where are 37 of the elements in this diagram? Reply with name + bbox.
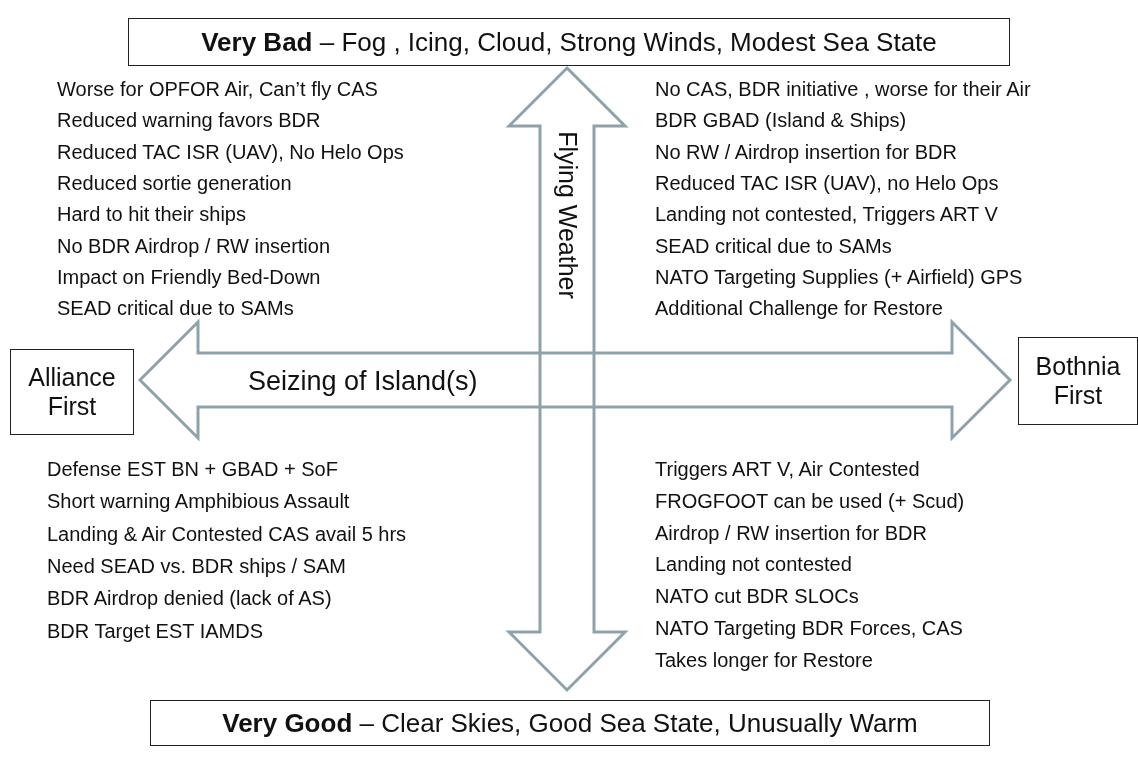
list-item: Reduced warning favors BDR: [57, 109, 321, 133]
list-item: No CAS, BDR initiative , worse for their Air: [655, 78, 1031, 101]
list-item: Reduced sortie generation: [57, 171, 292, 195]
list-item: Landing not contested: [655, 553, 852, 577]
list-item: Takes longer for Restore: [655, 648, 873, 672]
list-item: BDR Airdrop denied (lack of AS): [47, 587, 332, 611]
double-arrow: [505, 65, 629, 693]
list-item: Additional Challenge for Restore: [655, 297, 943, 321]
list-item: Reduced TAC ISR (UAV), No Helo Ops: [57, 140, 404, 164]
list-item: No RW / Airdrop insertion for BDR: [655, 140, 957, 164]
double-arrow: [137, 318, 1013, 442]
condition-box: Very Bad – Fog , Icing, Cloud, Strong Winds, Modest Sea State: [128, 18, 1010, 66]
condition-box: Very Good – Clear Skies, Good Sea State, Unusually Warm: [150, 700, 990, 746]
list-item: No BDR Airdrop / RW insertion: [57, 234, 331, 258]
list-item: Landing not contested, Triggers ART V: [655, 203, 998, 227]
list-item: Worse for OPFOR Air, Can’t fly CAS: [57, 78, 378, 101]
list-item: NATO Targeting Supplies (+ Airfield) GPS: [655, 265, 1023, 289]
list-item: Reduced TAC ISR (UAV), no Helo Ops: [655, 171, 999, 195]
list-item: Hard to hit their ships: [57, 203, 246, 227]
list-item: Triggers ART V, Air Contested: [655, 458, 920, 481]
outcome-box: Alliance First: [10, 349, 134, 435]
list-item: SEAD critical due to SAMs: [655, 234, 892, 258]
list-item: NATO Targeting BDR Forces, CAS: [655, 617, 963, 640]
list-item: BDR Target EST IAMDS: [47, 619, 263, 643]
list-item: Landing & Air Contested CAS avail 5 hrs: [47, 522, 407, 546]
list-item: Need SEAD vs. BDR ships / SAM: [47, 554, 346, 578]
list-item: Airdrop / RW insertion for BDR: [655, 521, 927, 545]
outcome-box: Bothnia First: [1018, 337, 1138, 425]
list-item: FROGFOOT can be used (+ Scud): [655, 489, 965, 513]
list-item: Defense EST BN + GBAD + SoF: [47, 458, 338, 481]
list-item: SEAD critical due to SAMs: [57, 297, 294, 321]
list-item: Short warning Amphibious Assault: [47, 490, 350, 514]
list-item: BDR GBAD (Island & Ships): [655, 109, 907, 133]
edge-label: Flying Weather: [552, 131, 582, 299]
list-item: NATO cut BDR SLOCs: [655, 585, 859, 609]
edge-label: Seizing of Island(s): [248, 366, 478, 397]
list-item: Impact on Friendly Bed-Down: [57, 265, 321, 289]
